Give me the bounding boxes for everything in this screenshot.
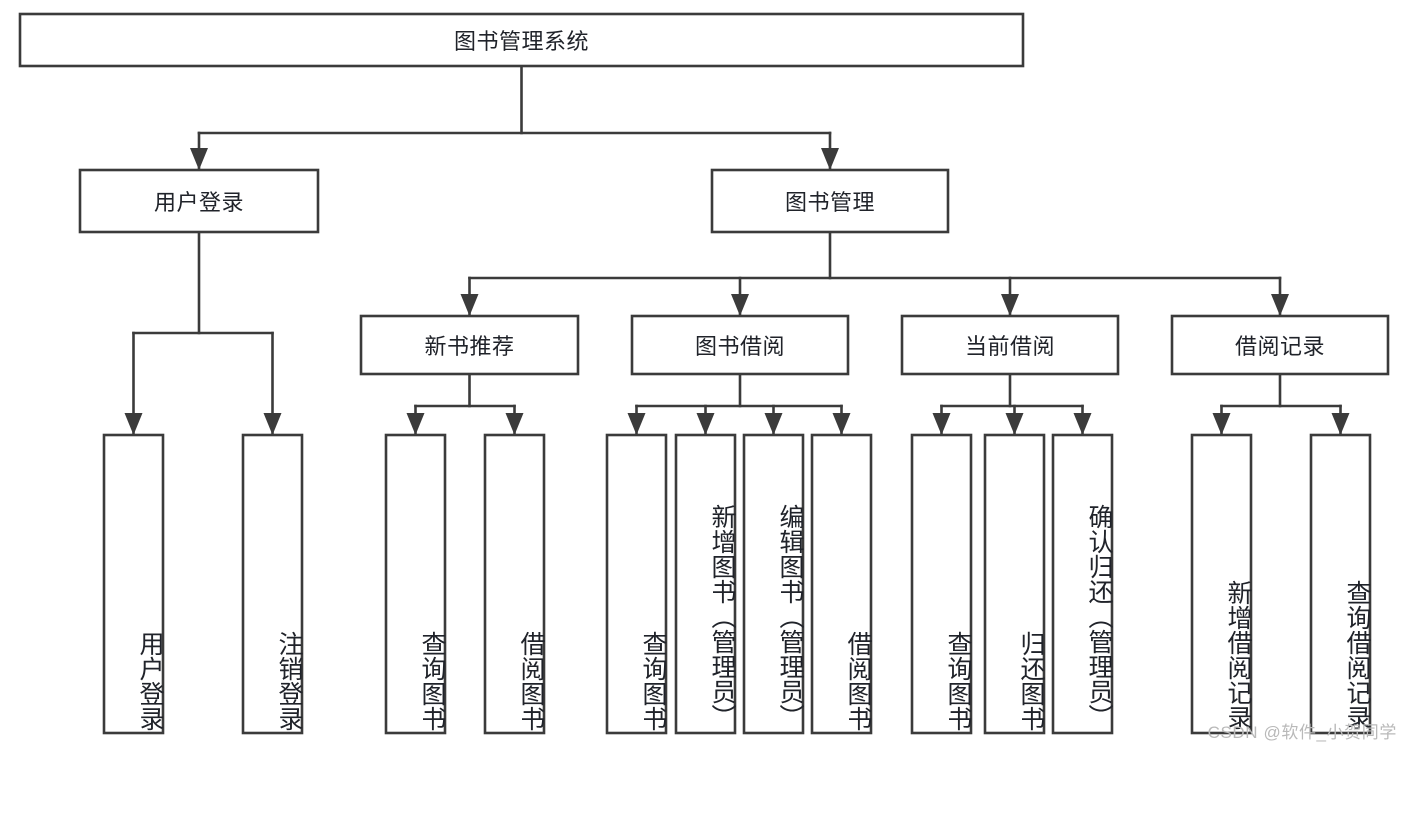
node-box-leaf-user-login[interactable] [102, 433, 165, 735]
arrow-head-icon [1001, 294, 1019, 316]
arrow-head-icon [821, 148, 839, 170]
arrow-head-icon [932, 413, 951, 435]
node-box-leaf-return-book[interactable] [983, 433, 1046, 735]
arrow-head-icon [1331, 413, 1350, 435]
node-box-leaf-query-book-2[interactable] [605, 433, 668, 735]
connectors-layer [124, 64, 1350, 436]
node-box-leaf-confirm-return[interactable] [1051, 433, 1114, 735]
node-box-book-borrow[interactable] [630, 314, 850, 376]
arrow-head-icon [832, 413, 851, 435]
arrow-head-icon [696, 413, 715, 435]
diagram-canvas-root: 图书管理系统用户登录图书管理新书推荐图书借阅当前借阅借阅记录用户登录注销登录查询… [18, 12, 1396, 742]
hierarchy-diagram-svg [18, 12, 1390, 735]
arrow-head-icon [406, 413, 425, 435]
node-box-user-login[interactable] [78, 168, 320, 234]
arrow-head-icon [1005, 413, 1024, 435]
arrow-head-icon [190, 148, 208, 170]
node-box-new-book-recommend[interactable] [359, 314, 580, 376]
arrow-head-icon [731, 294, 749, 316]
arrow-head-icon [1073, 413, 1092, 435]
arrow-head-icon [460, 294, 479, 316]
node-box-leaf-add-record[interactable] [1190, 433, 1253, 735]
node-box-root[interactable] [18, 12, 1025, 68]
node-boxes-layer [18, 12, 1390, 735]
node-box-leaf-query-record[interactable] [1309, 433, 1372, 735]
arrow-head-icon [124, 413, 143, 435]
node-box-leaf-borrow-book-1[interactable] [483, 433, 546, 735]
node-box-book-management[interactable] [710, 168, 950, 234]
arrow-head-icon [627, 413, 646, 435]
node-box-leaf-query-book-1[interactable] [384, 433, 447, 735]
node-box-leaf-borrow-book-2[interactable] [810, 433, 873, 735]
arrow-head-icon [1271, 294, 1289, 316]
arrow-head-icon [505, 413, 524, 435]
node-box-current-borrow[interactable] [900, 314, 1120, 376]
arrow-head-icon [1212, 413, 1231, 435]
node-box-borrow-record[interactable] [1170, 314, 1390, 376]
arrow-head-icon [263, 413, 282, 435]
node-box-leaf-query-book-3[interactable] [910, 433, 973, 735]
node-box-leaf-edit-book[interactable] [742, 433, 805, 735]
node-box-leaf-user-logout[interactable] [241, 433, 304, 735]
arrow-head-icon [764, 413, 783, 435]
node-box-leaf-add-book[interactable] [674, 433, 737, 735]
